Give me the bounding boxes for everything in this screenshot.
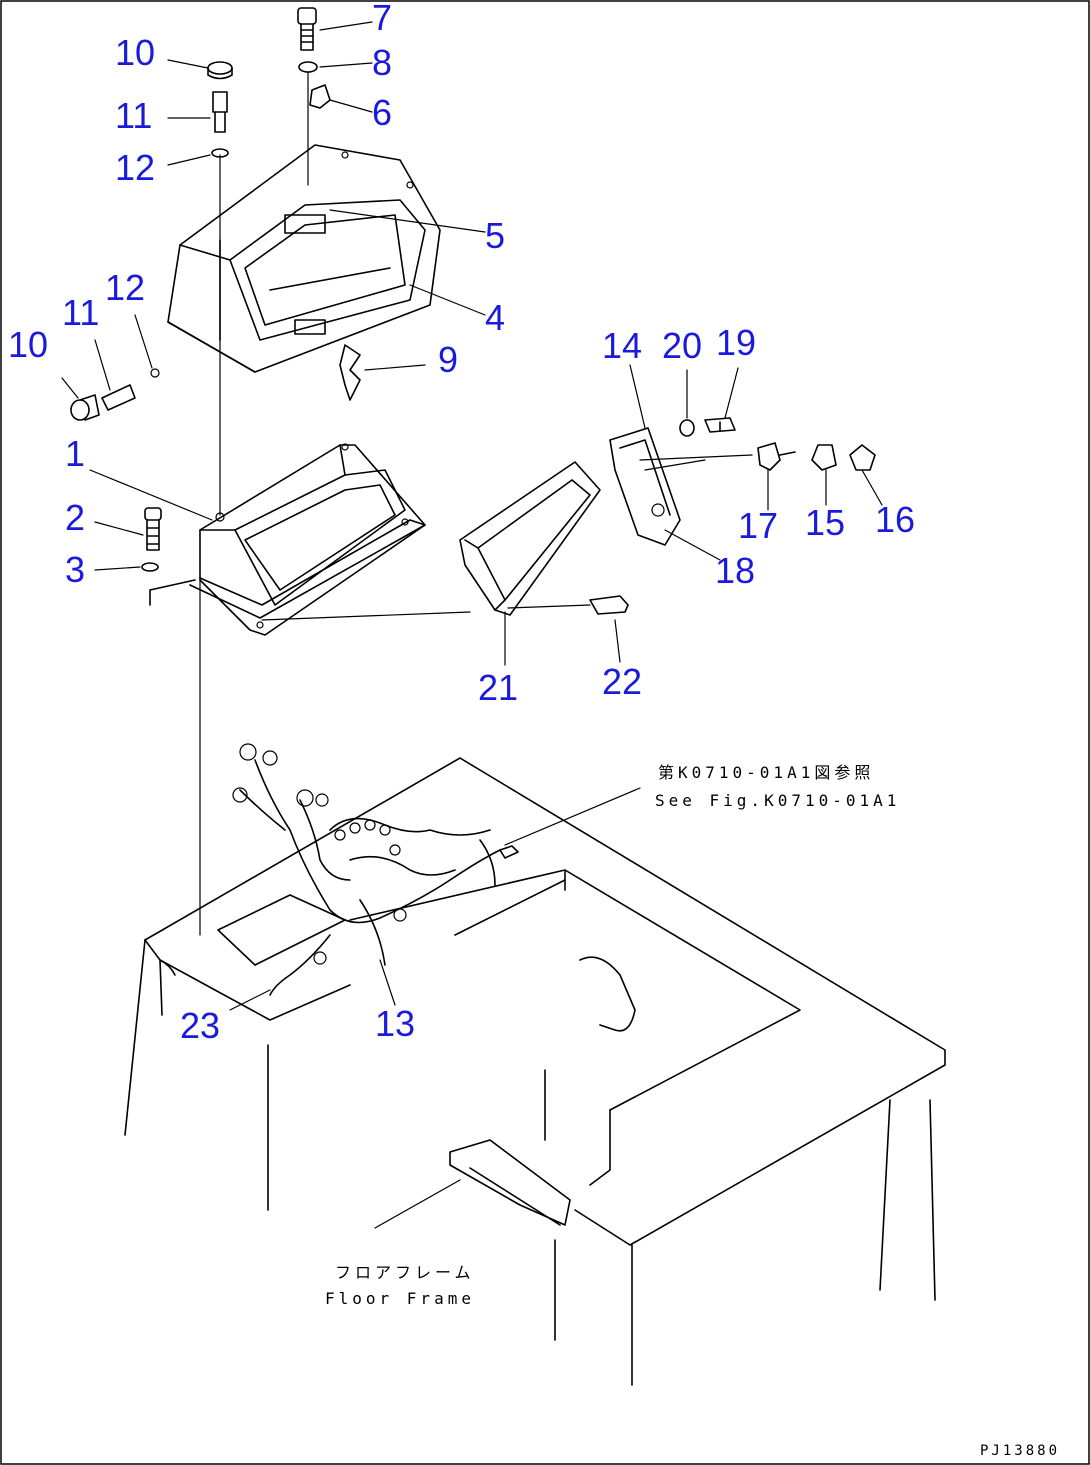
floor-frame-label-en: Floor Frame xyxy=(325,1289,475,1308)
callout-18: 18 xyxy=(715,550,755,591)
callout-7: 7 xyxy=(372,0,392,38)
reference-notes: 第K0710-01A1図参照 See Fig.K0710-01A1 フロアフレー… xyxy=(325,763,1060,1459)
callout-13: 13 xyxy=(375,1003,415,1044)
callout-10-top: 10 xyxy=(115,32,155,73)
callout-11-top: 11 xyxy=(115,95,152,136)
callout-22: 22 xyxy=(602,661,642,702)
floor-frame-label-jp: フロアフレーム xyxy=(335,1263,475,1282)
callout-19: 19 xyxy=(716,322,756,363)
plate-part-14 xyxy=(609,427,681,546)
callout-8: 8 xyxy=(372,42,392,83)
callout-5: 5 xyxy=(485,215,505,256)
callout-12-left: 12 xyxy=(105,267,145,308)
reference-note-jp: 第K0710-01A1図参照 xyxy=(658,763,874,782)
callout-15: 15 xyxy=(805,502,845,543)
callout-1: 1 xyxy=(65,433,85,474)
callout-9: 9 xyxy=(438,339,458,380)
fasteners xyxy=(70,7,876,615)
callout-14: 14 xyxy=(602,325,642,366)
callout-10-left: 10 xyxy=(8,324,48,365)
callout-21: 21 xyxy=(478,667,518,708)
callout-6: 6 xyxy=(372,92,392,133)
callouts: 7 8 6 10 11 12 5 12 11 4 10 9 14 20 19 1… xyxy=(8,0,915,1046)
bracket-assembly xyxy=(149,443,426,636)
callout-11-left: 11 xyxy=(62,292,99,333)
callout-12-top: 12 xyxy=(115,147,155,188)
callout-2: 2 xyxy=(65,497,85,538)
callout-23: 23 xyxy=(180,1005,220,1046)
panel-part-21 xyxy=(459,461,601,616)
callout-4: 4 xyxy=(485,297,505,338)
floor-frame xyxy=(124,757,946,1386)
reference-note-en: See Fig.K0710-01A1 xyxy=(655,791,900,810)
leader-lines xyxy=(61,21,883,1229)
callout-20: 20 xyxy=(662,325,702,366)
clip-part-9 xyxy=(339,344,361,401)
callout-17: 17 xyxy=(738,505,778,546)
drawing-code: PJ13880 xyxy=(980,1443,1060,1459)
cover-assembly xyxy=(167,144,441,373)
callout-3: 3 xyxy=(65,549,85,590)
wiring-harness xyxy=(232,743,519,996)
callout-16: 16 xyxy=(875,499,915,540)
